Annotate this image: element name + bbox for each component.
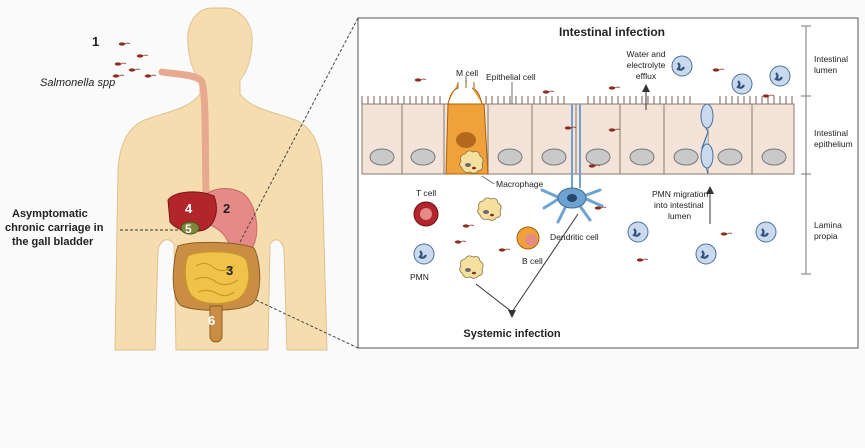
label-water-line3: efflux <box>636 71 657 81</box>
label-macrophage: Macrophage <box>496 179 544 189</box>
organ-number-5: 5 <box>185 222 192 236</box>
migrating-pmn-bottom <box>700 143 714 169</box>
pmn-cell <box>412 242 436 266</box>
label-pmn-migration-line2: into intestinal <box>654 200 704 210</box>
lamina-macrophage <box>477 197 502 221</box>
label-water-line1: Water and <box>627 49 666 59</box>
carriage-label-line3: the gall bladder <box>12 236 94 248</box>
layer-epithelium-line2: epithelium <box>814 139 853 149</box>
lamina-macrophage <box>459 255 484 279</box>
label-dendritic-cell: Dendritic cell <box>550 232 599 242</box>
label-water-line2: electrolyte <box>627 60 666 70</box>
label-b-cell: B cell <box>522 256 543 266</box>
label-epithelial-cell: Epithelial cell <box>486 72 536 82</box>
lumen-pmn <box>768 64 792 88</box>
lamina-pmn <box>626 220 650 244</box>
layer-epithelium-line1: Intestinal <box>814 128 848 138</box>
organ-number-4: 4 <box>185 201 193 216</box>
lumen-pmn <box>670 54 694 78</box>
macrophage-in-m-cell <box>459 150 484 174</box>
systemic-arrows <box>475 213 579 313</box>
layer-lumen-line2: lumen <box>814 65 837 75</box>
layer-lamina-line2: propia <box>814 231 838 241</box>
salmonella-label: Salmonella spp <box>40 77 115 89</box>
rectum <box>209 305 223 343</box>
zoom-line-top <box>239 17 359 243</box>
layer-lumen-line1: Intestinal <box>814 54 848 64</box>
label-systemic-infection: Systemic infection <box>463 328 560 340</box>
label-t-cell: T cell <box>416 188 436 198</box>
lamina-pmn <box>754 220 778 244</box>
label-pmn: PMN <box>410 272 429 282</box>
lumen-pmn <box>730 72 754 96</box>
step-number-1: 1 <box>92 34 99 49</box>
label-pmn-migration-line3: lumen <box>668 211 691 221</box>
carriage-label-line1: Asymptomatic <box>12 208 88 220</box>
esophagus <box>158 68 216 209</box>
label-m-cell: M cell <box>456 68 478 78</box>
carriage-label-line2: chronic carriage in <box>5 222 104 234</box>
organ-number-6: 6 <box>208 313 215 328</box>
layer-lamina-line1: Lamina <box>814 220 842 230</box>
liver <box>167 191 217 233</box>
small-intestine <box>184 251 250 304</box>
label-pmn-migration-line1: PMN migration <box>652 189 708 199</box>
dendrite-process <box>571 104 581 188</box>
panel-title: Intestinal infection <box>559 25 665 39</box>
organ-number-3: 3 <box>226 263 233 278</box>
gall-bladder <box>180 221 200 235</box>
human-body: 4 2 5 3 6 <box>114 7 328 351</box>
organ-number-2: 2 <box>223 201 230 216</box>
m-cell <box>445 80 489 175</box>
salmonella-bacteria <box>112 42 157 78</box>
zoom-line-bottom <box>255 299 359 349</box>
epithelial-layer <box>361 96 795 175</box>
migrating-pmn-top <box>700 103 714 129</box>
lamina-pmn <box>694 242 718 266</box>
